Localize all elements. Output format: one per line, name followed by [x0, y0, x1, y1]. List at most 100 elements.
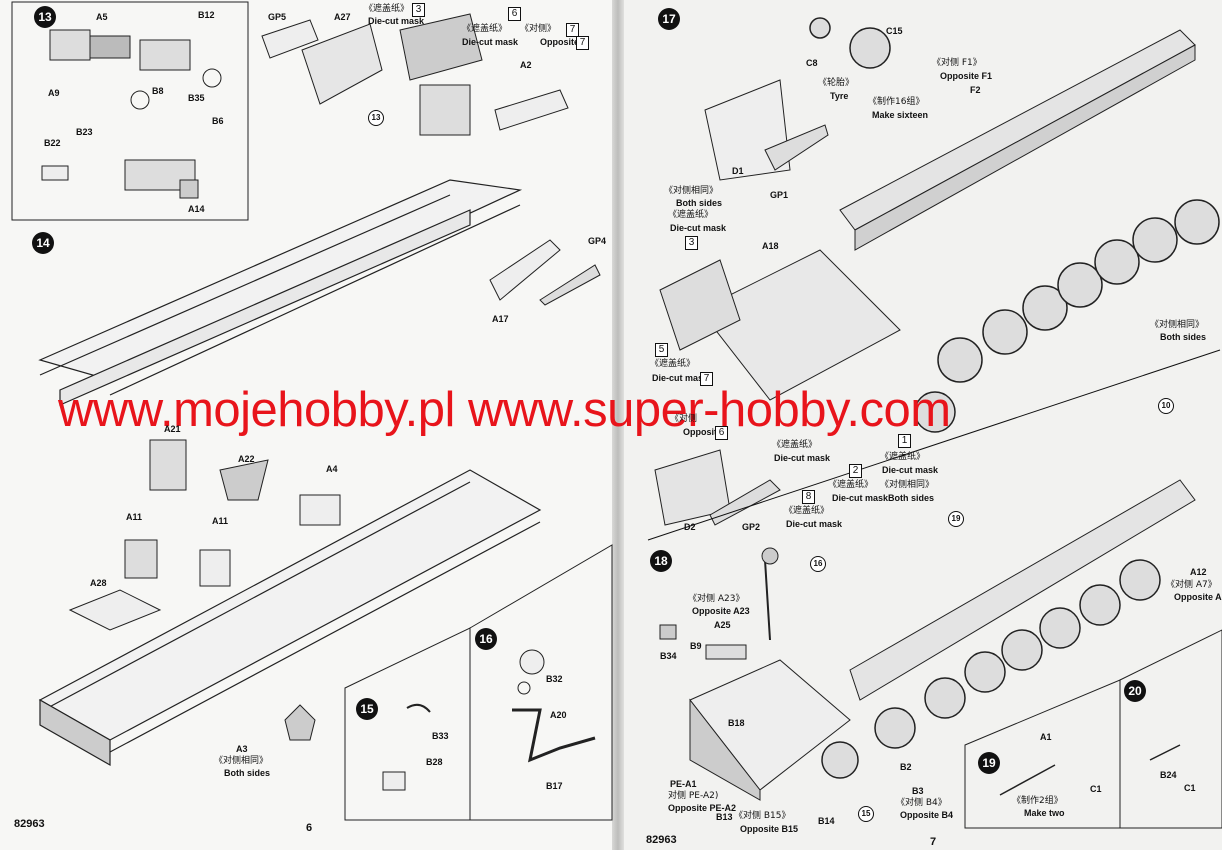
- page-number: 7: [930, 836, 937, 848]
- mask-note-en: Die-cut mask: [670, 223, 727, 233]
- mask-note-cn: 《遮盖纸》: [364, 4, 410, 14]
- part-label: B28: [426, 757, 443, 767]
- part-label: B13: [716, 812, 733, 822]
- mask-note-cn: 《遮盖纸》: [650, 359, 696, 369]
- opposite-pe-en: Opposite PE-A2: [668, 803, 737, 813]
- opposite-b15-cn: 《对侧 B15》: [734, 811, 791, 821]
- opposite-b4-en: Opposite B4: [900, 810, 954, 820]
- part-label: B8: [152, 86, 164, 96]
- mask-note-cn: 《遮盖纸》: [772, 440, 818, 450]
- part-label: B3: [912, 786, 924, 796]
- mask-number: 7: [566, 23, 579, 37]
- part-label: C1: [1090, 784, 1102, 794]
- both-sides-cn: 《对侧相同》: [664, 186, 719, 196]
- part-label: B2: [900, 762, 912, 772]
- truck-step18-illustration: [689, 479, 1196, 801]
- part-label: B17: [546, 781, 563, 791]
- part-label: B14: [818, 816, 835, 826]
- opposite-a7-cn: 《对侧 A7》: [1166, 580, 1217, 590]
- mask-note-cn: 《遮盖纸》: [784, 506, 830, 516]
- opposite-cn: 《对侧: [670, 414, 698, 424]
- part-label: A28: [90, 578, 107, 588]
- opposite-b15-en: Opposite B15: [740, 824, 799, 834]
- opposite-a23-cn: 《对侧 A23》: [688, 594, 745, 604]
- both-sides-en: Both sides: [676, 198, 723, 208]
- part-label: GP2: [742, 522, 761, 532]
- mask-note-cn: 《遮盖纸》: [462, 24, 508, 34]
- part-label: GP5: [268, 12, 287, 22]
- step-ref-19: 19: [948, 511, 964, 527]
- tyre-en: Tyre: [830, 91, 849, 101]
- chassis-illustration: [38, 179, 523, 406]
- mask-note-cn: 《遮盖纸》: [880, 452, 926, 462]
- mask-note-en: Die-cut mask: [882, 465, 939, 475]
- part-label: A27: [334, 12, 351, 22]
- opposite-f1-en: Opposite F1: [940, 71, 993, 81]
- part-label: A22: [238, 454, 255, 464]
- part-label: B35: [188, 93, 205, 103]
- step13-frame: [11, 1, 249, 221]
- part-label: A3: [236, 744, 248, 754]
- step-ref-15: 15: [858, 806, 874, 822]
- step-13-badge: 13: [34, 6, 56, 28]
- part-label: C1: [1184, 783, 1196, 793]
- both-sides-cn: 《对侧相同》: [1150, 320, 1205, 330]
- part-label: A14: [188, 204, 205, 214]
- part-label: A11: [126, 512, 143, 522]
- part-label: B9: [690, 641, 702, 651]
- mask-note-en: Die-cut mask: [368, 16, 425, 26]
- part-label: A9: [48, 88, 60, 98]
- mask-number: 5: [655, 343, 668, 357]
- step-ref-16: 16: [810, 556, 826, 572]
- step20-frame: [1119, 629, 1222, 829]
- step-17-badge: 17: [658, 8, 680, 30]
- step-20-badge: 20: [1124, 680, 1146, 702]
- step-14-badge: 14: [32, 232, 54, 254]
- both-sides-cn: 《对侧相同》: [880, 480, 935, 490]
- mask-number: 7: [700, 372, 713, 386]
- opposite-en: Opposite: [683, 427, 723, 437]
- mask-note-cn: 《遮盖纸》: [668, 210, 714, 220]
- mask-number: 7: [576, 36, 589, 50]
- make-sixteen-cn: 《制作16组》: [868, 97, 925, 107]
- engine-parts-illustration: [41, 29, 222, 199]
- page-number: 6: [306, 822, 313, 834]
- part-label: GP4: [588, 236, 607, 246]
- tyre-cn: 《轮胎》: [818, 78, 855, 88]
- step-16-badge: 16: [475, 628, 497, 650]
- part-label: A17: [492, 314, 509, 324]
- catalog-number: 82963: [14, 818, 45, 830]
- step-19-badge: 19: [978, 752, 1000, 774]
- mask-number: 1: [898, 434, 911, 448]
- mask-note-en: Die-cut mask: [786, 519, 843, 529]
- part-label: A12: [1190, 567, 1207, 577]
- part-label: B34: [660, 651, 677, 661]
- part-label: A20: [550, 710, 567, 720]
- opposite-a7-en: Opposite A7: [1174, 592, 1222, 602]
- part-label: C15: [886, 26, 903, 36]
- part-label: GP1: [770, 190, 789, 200]
- part-label: A2: [520, 60, 532, 70]
- part-label: A25: [714, 620, 731, 630]
- part-label: B6: [212, 116, 224, 126]
- part-label: D1: [732, 166, 744, 176]
- make-two-cn: 《制作2组》: [1012, 796, 1063, 806]
- step-18-badge: 18: [650, 550, 672, 572]
- part-label: A18: [762, 241, 779, 251]
- part-label: A5: [96, 12, 108, 22]
- step-15-badge: 15: [356, 698, 378, 720]
- both-sides-en: Both sides: [1160, 332, 1207, 342]
- part-label: B12: [198, 10, 215, 20]
- chassis-assembly-illustration: [38, 469, 542, 767]
- opposite-note-en: Opposite: [540, 37, 580, 47]
- opposite-note-cn: 《对侧》: [520, 24, 557, 34]
- watermark: www.mojehobby.pl www.super-hobby.com: [58, 383, 951, 437]
- mask-note-en: Die-cut mask: [832, 493, 889, 503]
- wheels-step18: [821, 559, 1161, 779]
- page-gutter: [612, 0, 624, 850]
- part-label: B22: [44, 138, 61, 148]
- part-label: A21: [164, 424, 181, 434]
- both-sides-en: Both sides: [224, 768, 271, 778]
- part-label: B24: [1160, 770, 1177, 780]
